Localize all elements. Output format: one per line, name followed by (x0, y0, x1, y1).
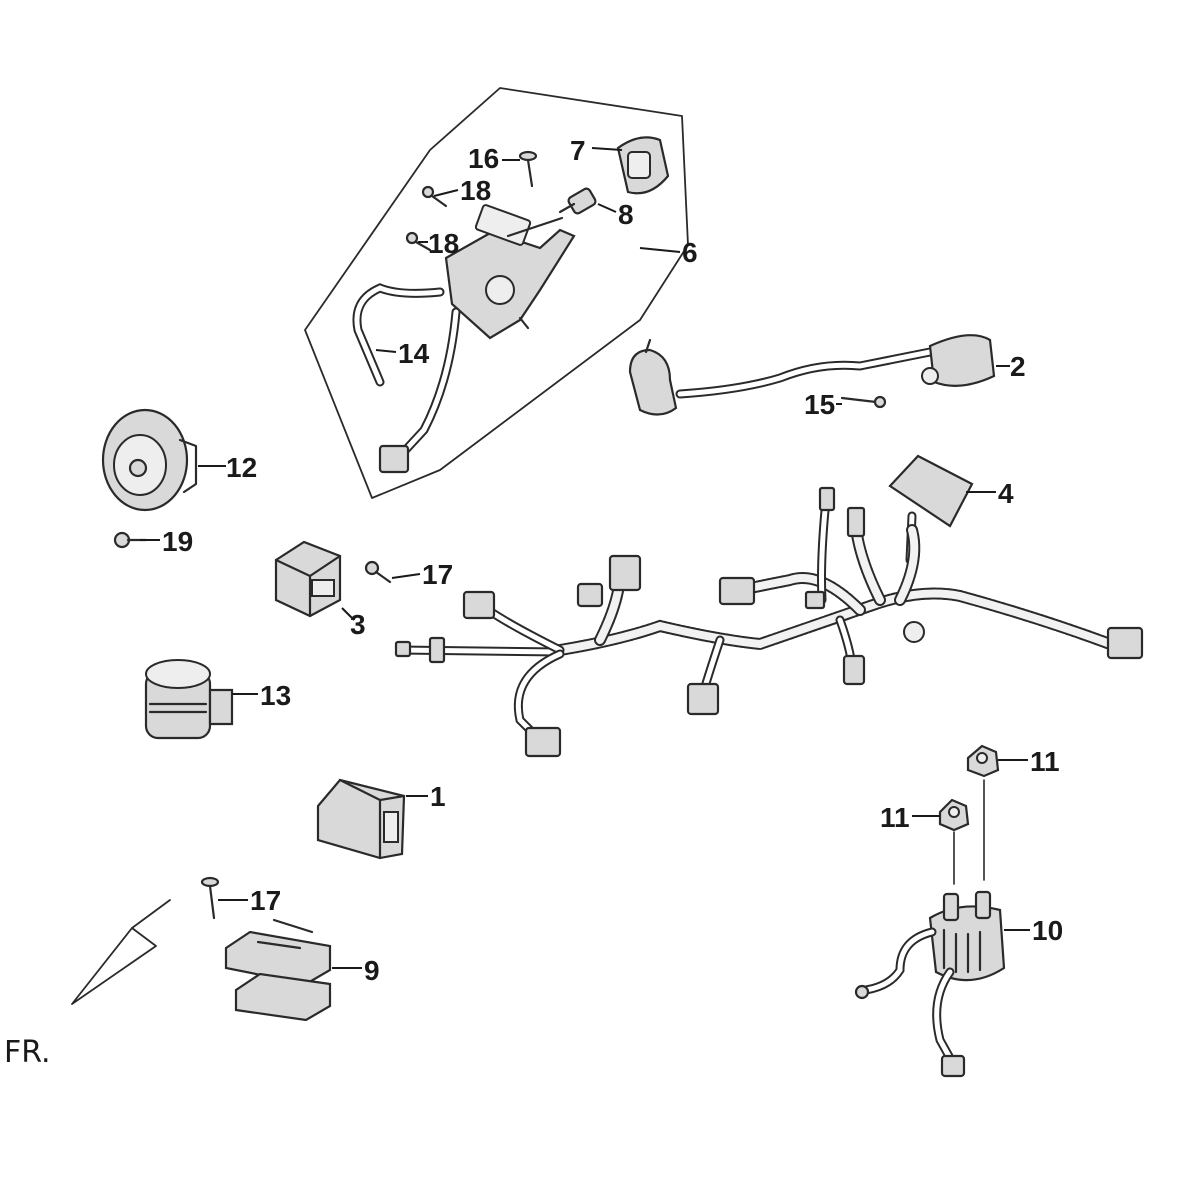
callout-17-lower: 17 (250, 885, 281, 916)
callout-11-lower: 11 (880, 802, 910, 833)
callout-labels: 1 2 3 4 6 7 8 9 10 11 11 12 13 14 15 16 … (162, 135, 1063, 986)
ignition-switch-body[interactable] (444, 204, 576, 340)
part-11-nut-lower[interactable] (938, 798, 970, 832)
callout-6: 6 (682, 237, 698, 268)
callout-18-upper: 18 (460, 175, 491, 206)
part-17-screw-lower[interactable] (200, 876, 220, 920)
callout-8: 8 (618, 199, 634, 230)
callout-7: 7 (570, 135, 586, 166)
part-10-starter-relay[interactable] (854, 890, 1006, 1078)
callout-1: 1 (430, 781, 446, 812)
callout-10: 10 (1032, 915, 1063, 946)
front-direction-arrow (71, 899, 171, 1005)
part-17-screw-upper[interactable] (364, 560, 392, 584)
part-14-cable[interactable] (352, 283, 461, 474)
leader-lines (140, 147, 1030, 969)
part-18-screw-b[interactable] (405, 231, 432, 252)
callout-3: 3 (350, 609, 366, 640)
callout-12: 12 (226, 452, 257, 483)
callout-2: 2 (1010, 351, 1026, 382)
front-orientation-label: FR. (4, 1035, 51, 1070)
part-4-module[interactable] (888, 454, 974, 565)
callout-14: 14 (398, 338, 430, 369)
part-2-ignition-coil[interactable] (628, 334, 996, 416)
part-9-cable-set[interactable] (224, 918, 332, 1022)
part-11-nut-upper[interactable] (966, 744, 1000, 778)
callout-13: 13 (260, 680, 291, 711)
callout-17-upper: 17 (422, 559, 453, 590)
part-18-screw-a[interactable] (421, 185, 448, 208)
part-12-horn[interactable] (101, 408, 198, 512)
part-1-regulator[interactable] (316, 778, 406, 860)
part-7-key-cover[interactable] (616, 136, 670, 195)
callout-19: 19 (162, 526, 193, 557)
callout-16: 16 (468, 143, 499, 174)
part-3-flasher-relay[interactable] (274, 540, 342, 618)
callout-11-upper: 11 (1030, 746, 1060, 777)
part-16-screw[interactable] (518, 150, 538, 188)
callout-4: 4 (998, 478, 1014, 509)
part-13-buzzer[interactable] (144, 659, 234, 740)
nut-guide-lines (953, 779, 985, 885)
callout-9: 9 (364, 955, 380, 986)
callout-18-lower: 18 (428, 228, 459, 259)
part-8-key-barrel[interactable] (558, 187, 597, 215)
part-15-screw[interactable] (840, 395, 887, 409)
main-wiring-harness[interactable] (394, 486, 1144, 758)
callout-15: 15 (804, 389, 835, 420)
ignition-group-outline (304, 87, 689, 499)
